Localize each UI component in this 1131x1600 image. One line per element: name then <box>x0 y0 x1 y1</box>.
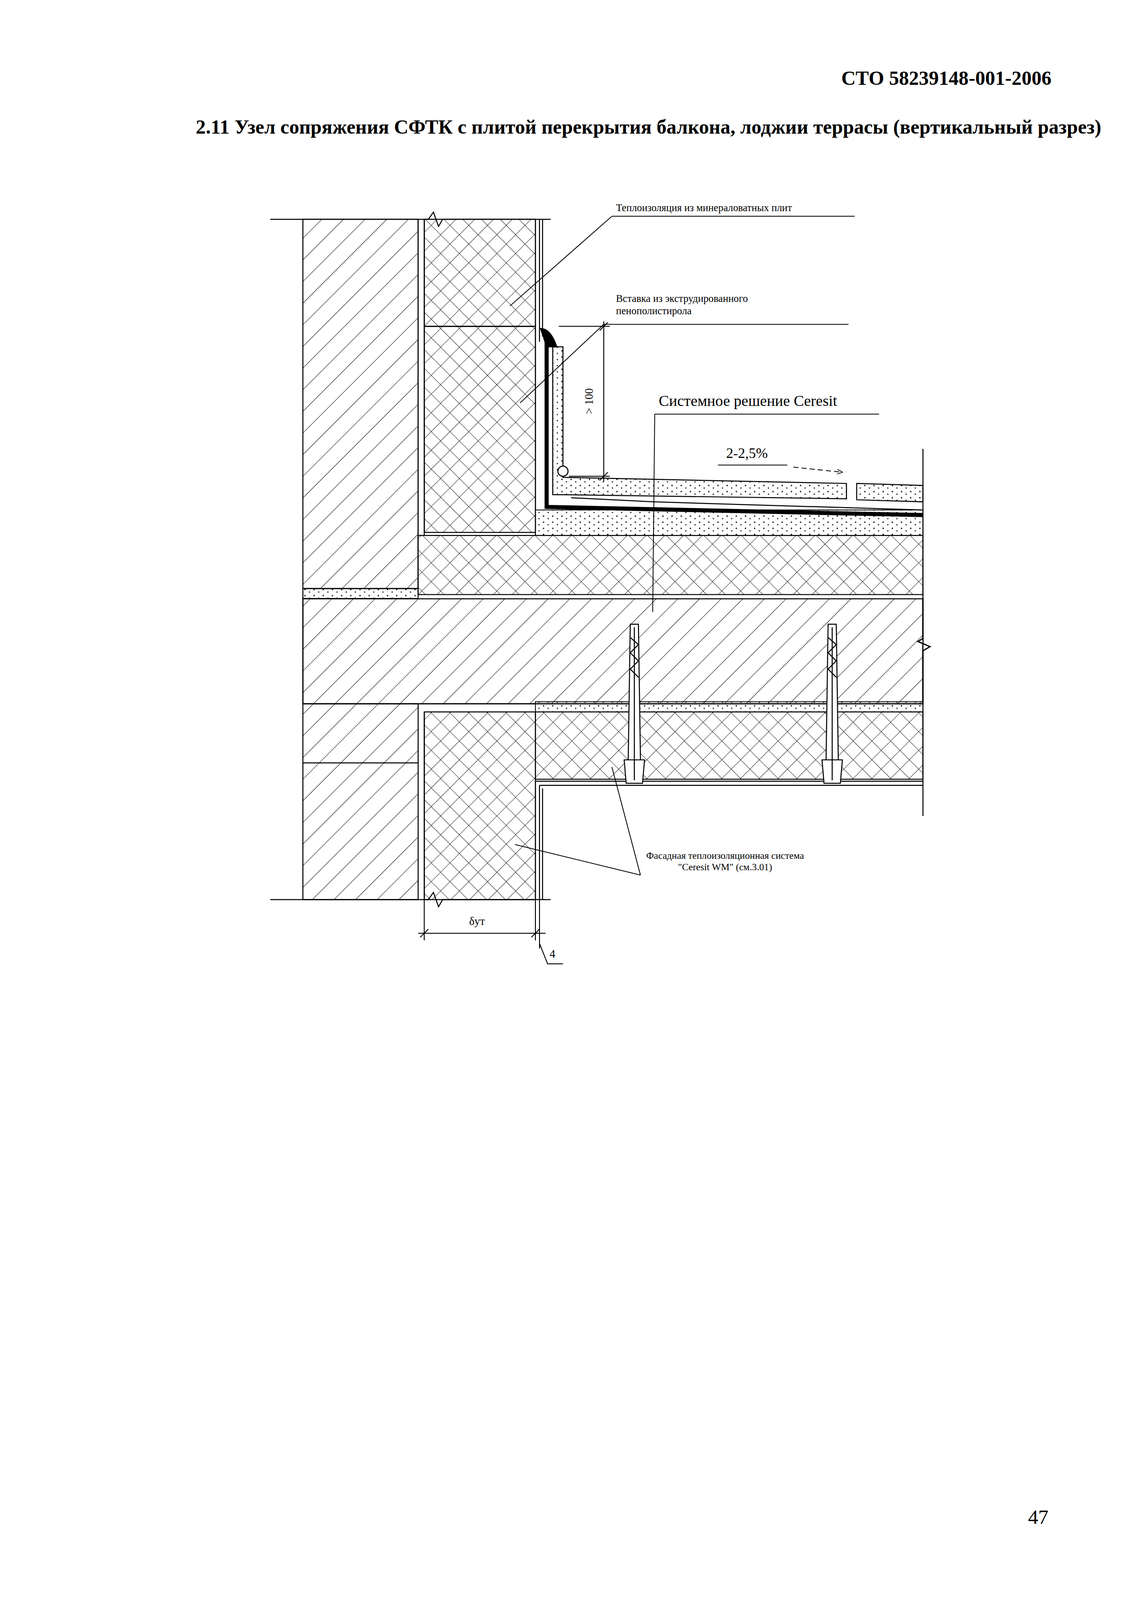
mortar-joint <box>302 588 419 599</box>
callout-label: Вставка из экструдированного пенополисти… <box>616 292 820 317</box>
leader-lines <box>509 216 880 876</box>
masonry-wall <box>302 219 419 589</box>
leader-lines <box>514 844 641 876</box>
floor-slab <box>918 598 931 704</box>
adhesive-layer <box>535 701 924 712</box>
mortar-joint <box>302 588 419 599</box>
anchor-dowel <box>630 637 639 678</box>
tile-floor <box>570 497 924 510</box>
callout-label: Системное решение Ceresit <box>658 392 838 411</box>
tile-floor <box>552 346 924 510</box>
waterproofing <box>540 328 924 515</box>
mineral-wool-insulation <box>424 711 536 900</box>
render-layer <box>539 784 924 786</box>
dimension-text: > 100 <box>582 387 596 414</box>
dimension-lines <box>599 322 608 331</box>
tile-floor <box>856 483 923 502</box>
dimension-lines <box>418 932 546 934</box>
leader-lines <box>603 323 849 325</box>
section-title: 2.11 Узел сопряжения СФТК с плитой перек… <box>195 116 1102 140</box>
tile-floor <box>557 466 568 477</box>
dimension-lines <box>420 928 429 938</box>
dimension-lines <box>599 472 608 481</box>
page-number: 47 <box>1027 1505 1049 1529</box>
mineral-wool-insulation <box>418 219 924 900</box>
leader-lines <box>509 216 613 307</box>
masonry-wall <box>302 219 419 900</box>
edge-lines <box>417 219 419 589</box>
dimension-lines <box>531 928 540 938</box>
tile-floor <box>552 346 847 499</box>
anchor-dowel <box>828 637 837 678</box>
anchor-dowel <box>831 627 833 780</box>
callout-label: Фасадная теплоизоляционная система "Cere… <box>638 850 812 873</box>
dimension-text: 4 <box>549 947 556 960</box>
leader-lines <box>652 414 655 613</box>
anchor-dowel <box>624 624 843 784</box>
mineral-wool-insulation <box>424 219 536 327</box>
dimension-lines <box>603 321 605 482</box>
dimension-lines <box>539 943 563 965</box>
adhesive-layer <box>418 509 924 712</box>
render-layer <box>535 219 924 900</box>
waterproofing <box>540 328 557 347</box>
leader-lines <box>654 413 880 415</box>
anchor-dowel <box>633 627 635 780</box>
mineral-wool-insulation <box>535 711 924 780</box>
masonry-wall <box>302 762 419 764</box>
render-layer <box>539 785 540 900</box>
edge-lines <box>270 218 429 220</box>
dimension-lines <box>534 899 536 940</box>
mineral-wool-insulation <box>424 326 536 533</box>
leader-lines <box>612 767 641 876</box>
document-code: СТО 58239148-001-2006 <box>841 67 1052 91</box>
render-layer <box>534 219 536 536</box>
masonry-wall <box>302 703 419 900</box>
render-layer <box>542 788 544 900</box>
leader-lines <box>612 215 855 217</box>
adhesive-layer <box>418 594 924 599</box>
callout-label: Теплоизоляция из минераловатных плит <box>616 202 793 214</box>
render-layer <box>534 781 536 900</box>
slope-text: 2-2,5% <box>726 445 768 462</box>
dimension-lines <box>539 899 540 949</box>
waterproofing <box>546 336 924 515</box>
leader-lines <box>717 464 788 466</box>
mineral-wool-insulation <box>418 535 924 595</box>
dimension-lines <box>423 899 425 940</box>
dimension-text: δут <box>469 914 486 928</box>
edge-lines <box>270 898 429 900</box>
dimension-lines <box>418 321 610 964</box>
leader-lines <box>793 466 843 473</box>
render-layer <box>922 448 924 816</box>
render-layer <box>535 780 924 782</box>
